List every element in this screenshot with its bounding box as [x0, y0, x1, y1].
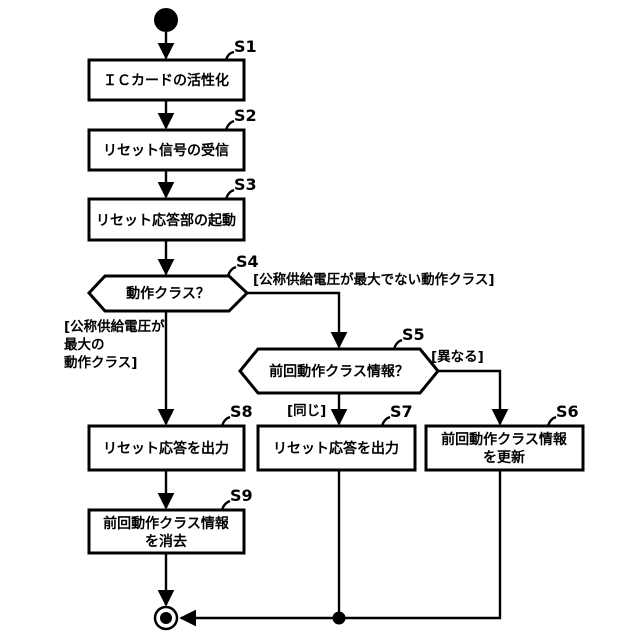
arrow-s4-s5 [247, 293, 339, 347]
step-s6-line2: を更新 [483, 449, 525, 466]
step-s3-label: リセット応答部の起動 [96, 212, 236, 229]
guard-s4-down-line2: 最大の [64, 336, 105, 353]
step-s2-id: S2 [234, 106, 257, 125]
step-s1-id: S1 [234, 37, 257, 56]
step-s4-label: 動作クラス？ [126, 285, 210, 302]
guard-s4-right: [公称供給電圧が最大でない動作クラス] [253, 271, 495, 288]
step-s6-line1: 前回動作クラス情報 [441, 431, 568, 448]
guard-s4-down-line1: [公称供給電圧が [64, 318, 165, 335]
start-node [154, 8, 178, 32]
step-s2-label: リセット信号の受信 [103, 142, 229, 159]
guard-s5-right: [異なる] [431, 349, 484, 365]
step-s6-id: S6 [556, 402, 579, 421]
step-s7-label: リセット応答を出力 [273, 440, 399, 457]
guard-s4-down-line3: 動作クラス] [64, 354, 137, 371]
end-node [160, 612, 172, 624]
step-s5-label: 前回動作クラス情報？ [269, 363, 409, 380]
step-s8-label: リセット応答を出力 [103, 440, 229, 457]
step-s9-line1: 前回動作クラス情報 [103, 515, 230, 532]
step-s9-id: S9 [230, 486, 253, 505]
step-s9-line2: を消去 [145, 533, 187, 550]
merge-node [333, 612, 346, 625]
step-s5-id: S5 [402, 325, 425, 344]
step-s1-label: ＩＣカードの活性化 [103, 72, 229, 89]
guard-s5-down: [同じ] [287, 403, 326, 419]
step-s8-id: S8 [230, 402, 253, 421]
step-s4-leader [228, 267, 236, 276]
arrow-s5-s6 [438, 371, 500, 424]
step-s3-id: S3 [234, 175, 257, 194]
step-s7-id: S7 [390, 402, 413, 421]
step-s4-id: S4 [236, 252, 259, 271]
